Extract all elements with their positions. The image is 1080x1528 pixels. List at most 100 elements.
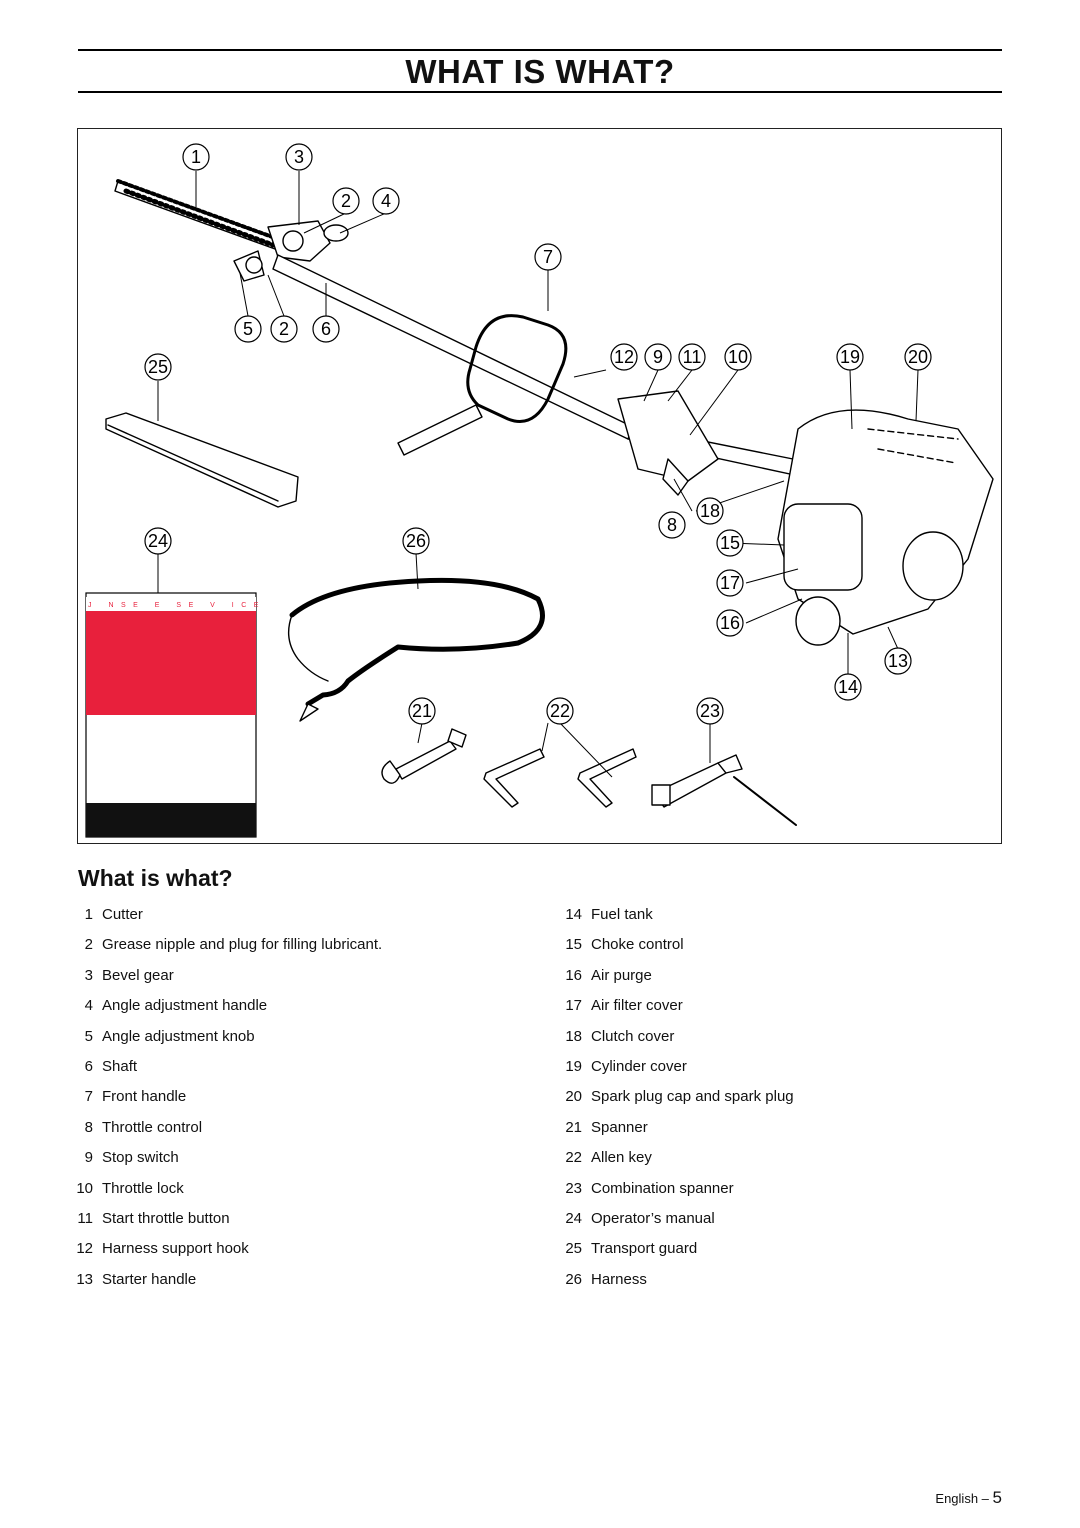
part-label: Front handle: [102, 1088, 187, 1106]
callout-number: 9: [653, 347, 663, 367]
allen-keys: [483, 748, 637, 808]
callout-number: 15: [720, 533, 740, 553]
engine: [777, 409, 994, 646]
spanner-tool: [381, 728, 467, 784]
part-label: Spanner: [591, 1118, 648, 1136]
part-label: Harness: [591, 1270, 647, 1288]
part-label: Start throttle button: [102, 1209, 230, 1227]
callout-circle: [716, 529, 744, 557]
callout-circle: [904, 343, 932, 371]
part-label: Throttle lock: [102, 1179, 184, 1197]
part-item: 26 Harness: [560, 1270, 1000, 1300]
callout-circle: [182, 143, 210, 171]
operators-manual: J NSE E SE V ICE: [85, 592, 266, 838]
callout-circle: [884, 647, 912, 675]
part-label: Cutter: [102, 906, 143, 923]
callout-number: 21: [412, 701, 432, 721]
top-rule: [78, 49, 1002, 51]
callout-circle: [836, 343, 864, 371]
part-number: 26: [565, 1270, 582, 1288]
part-number: 18: [565, 1027, 582, 1045]
callout-number: 3: [294, 147, 304, 167]
callout-number: 24: [148, 531, 168, 551]
gear-head: [233, 220, 349, 282]
part-number: 3: [84, 966, 93, 984]
callout-number: 19: [840, 347, 860, 367]
callout-number: 16: [720, 613, 740, 633]
cutter-blade: [114, 179, 280, 250]
transport-guard: [105, 412, 299, 508]
callout-circle: [644, 343, 672, 371]
callout-number: 4: [381, 191, 391, 211]
part-item: 7 Front handle: [70, 1087, 490, 1117]
part-label: Combination spanner: [591, 1179, 734, 1197]
throttle-handle: [617, 390, 719, 496]
callout-circle: [332, 187, 360, 215]
part-item: 21 Spanner: [560, 1118, 1000, 1148]
callout-number: 14: [838, 677, 858, 697]
part-number: 9: [84, 1149, 93, 1167]
part-label: Air purge: [591, 966, 652, 984]
part-item: 24 Operator’s manual: [560, 1209, 1000, 1239]
manual-cover-strip: J NSE E SE V ICE: [88, 602, 266, 609]
part-label: Stop switch: [102, 1149, 179, 1167]
callout-number: 5: [243, 319, 253, 339]
callout-circle: [312, 315, 340, 343]
callout-circle: [408, 697, 436, 725]
part-item: 9 Stop switch: [70, 1148, 490, 1178]
part-label: Throttle control: [102, 1118, 203, 1136]
part-label: Operator’s manual: [591, 1209, 715, 1227]
page-footer: English – 5: [935, 1488, 1002, 1509]
part-number: 22: [565, 1149, 582, 1167]
part-label: Angle adjustment handle: [102, 997, 268, 1015]
footer-language: English: [935, 1491, 979, 1506]
callout-number: 12: [614, 347, 634, 367]
page-title: WHAT IS WHAT?: [405, 53, 675, 90]
callout-circle: [696, 497, 724, 525]
callout-number: 25: [148, 357, 168, 377]
part-number: 5: [84, 1027, 93, 1045]
callout-circle: [402, 527, 430, 555]
callout-circle: [716, 569, 744, 597]
callout-number: 18: [700, 501, 720, 521]
callout-circle: [270, 315, 298, 343]
callout-circle: [285, 143, 313, 171]
callout-circle: [546, 697, 574, 725]
part-label: Bevel gear: [102, 966, 174, 984]
hedge-trimmer-drawing: J NSE E SE V ICE: [85, 143, 994, 838]
part-label: Grease nipple and plug for filling lubri…: [102, 936, 383, 954]
part-label: Clutch cover: [591, 1027, 675, 1045]
callout-number: 20: [908, 347, 928, 367]
part-label: Harness support hook: [102, 1240, 249, 1258]
callout-number: 8: [667, 515, 677, 535]
callout-number: 7: [543, 247, 553, 267]
part-number: 15: [565, 936, 582, 954]
part-number: 24: [565, 1209, 582, 1227]
callout-number: 6: [321, 319, 331, 339]
part-label: Choke control: [591, 936, 684, 954]
part-label: Spark plug cap and spark plug: [591, 1088, 794, 1106]
part-number: 21: [565, 1118, 582, 1136]
parts-illustration: J NSE E SE V ICE: [77, 128, 1002, 844]
part-label: Starter handle: [102, 1270, 197, 1288]
callout-number: 2: [279, 319, 289, 339]
part-number: 7: [84, 1088, 93, 1106]
callout-circle: [678, 343, 706, 371]
callout-number: 22: [550, 701, 570, 721]
part-item: 18 Clutch cover: [560, 1027, 1000, 1057]
title-underline: [78, 91, 1002, 93]
